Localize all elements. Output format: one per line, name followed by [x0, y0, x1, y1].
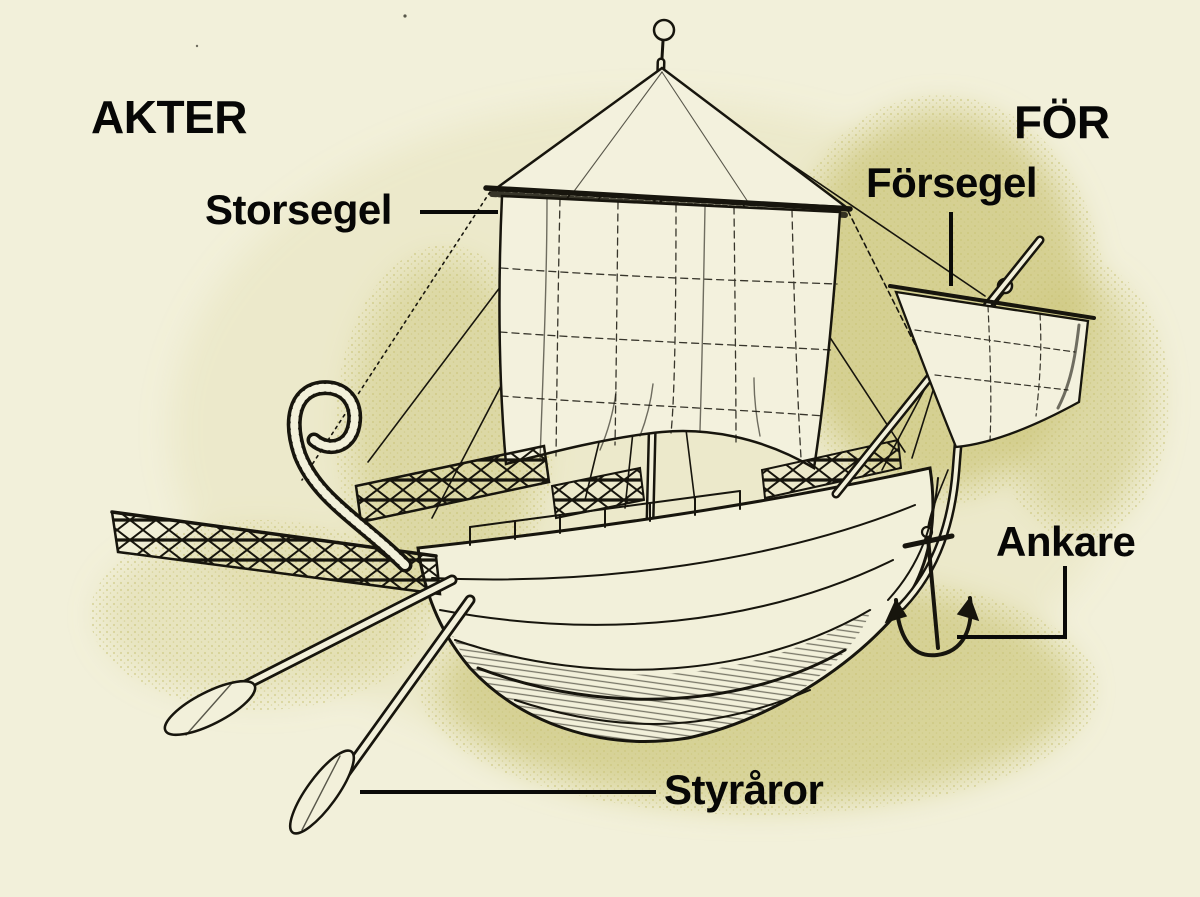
- foresail: [894, 290, 1090, 449]
- mainsail: [498, 194, 842, 471]
- mainsail-label: Storsegel: [205, 186, 392, 233]
- steering-oars-label: Styråror: [664, 766, 824, 813]
- anchor-leader-line: [957, 566, 1067, 639]
- swan-neck-sternpost: [286, 380, 413, 573]
- hull: [416, 466, 935, 743]
- anchor-label: Ankare: [996, 518, 1136, 565]
- ink-speck: [403, 14, 407, 18]
- stern-label: AKTER: [91, 91, 247, 143]
- steering-oars-leader-line: [360, 790, 656, 794]
- steering-oars: [163, 574, 476, 835]
- ink-speck: [195, 44, 199, 48]
- foresail-leader-line: [949, 212, 953, 286]
- foresail-label: Försegel: [866, 159, 1038, 206]
- bow-label: FÖR: [1014, 96, 1110, 148]
- anchor: [884, 469, 980, 658]
- mainsail-leader-line: [420, 210, 498, 214]
